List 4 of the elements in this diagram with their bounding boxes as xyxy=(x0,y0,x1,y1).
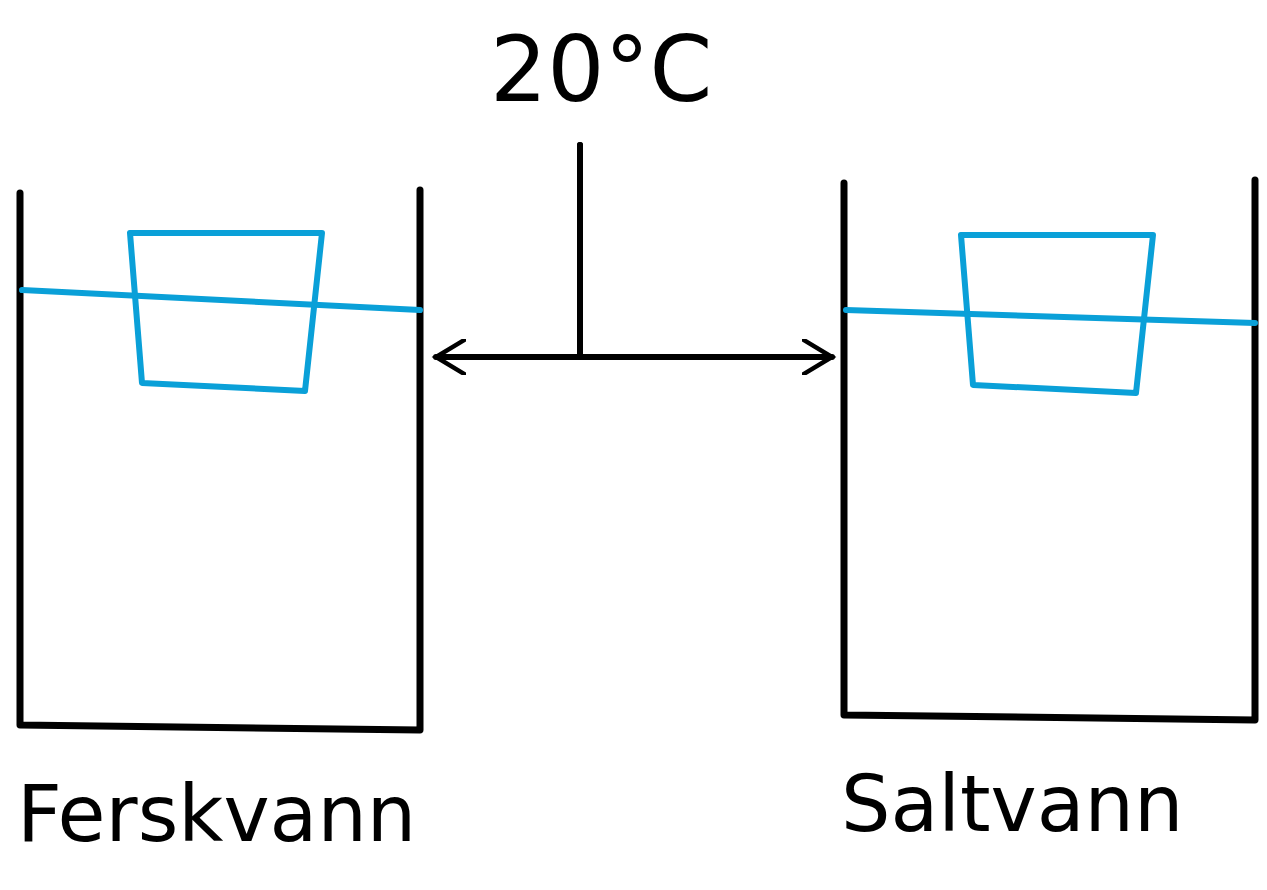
temperature-text: 20°C xyxy=(490,25,713,115)
arrow xyxy=(577,142,835,378)
beaker-caption: Saltvann xyxy=(841,765,1184,843)
beaker-caption: Ferskvann xyxy=(17,775,417,853)
